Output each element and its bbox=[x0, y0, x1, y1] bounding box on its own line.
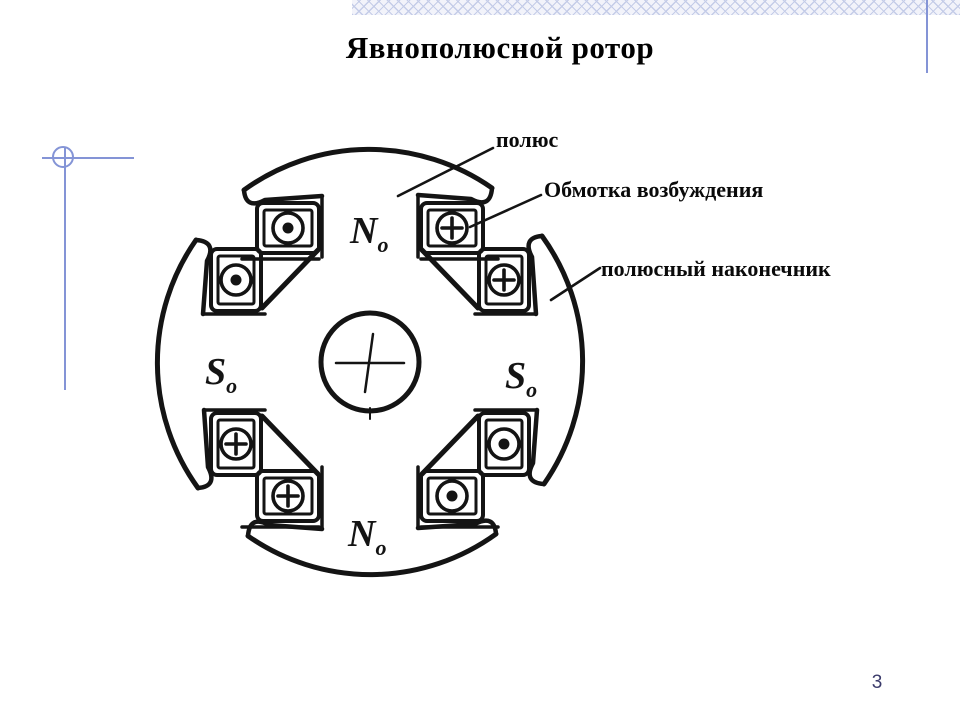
callout-pole-tip: полюсный наконечник bbox=[601, 256, 831, 281]
winding-symbol bbox=[219, 427, 253, 461]
callout-excitation-winding: Обмотка возбуждения bbox=[544, 177, 764, 202]
callout-pole: полюс bbox=[496, 127, 559, 152]
winding-symbol bbox=[435, 211, 469, 245]
winding-symbol bbox=[271, 211, 305, 245]
leader-pole bbox=[396, 146, 495, 198]
pole-label-bottom: No bbox=[347, 513, 386, 560]
top-crosshatch-band bbox=[352, 0, 960, 15]
winding-symbol bbox=[435, 479, 469, 513]
leader-lines bbox=[396, 146, 602, 302]
winding-symbol bbox=[487, 427, 521, 461]
page-number: 3 bbox=[871, 672, 883, 693]
pole-label-top: No bbox=[349, 210, 388, 257]
winding-symbol bbox=[219, 263, 253, 297]
pole-label-left: So bbox=[205, 351, 237, 398]
winding-box-bottom-right bbox=[419, 469, 500, 529]
top-right-accent-line bbox=[926, 0, 928, 73]
leader-pole-tip bbox=[549, 266, 602, 302]
left-accent-hline bbox=[42, 157, 134, 159]
winding-box-right-top bbox=[477, 247, 531, 313]
leader-excitation-winding bbox=[468, 193, 543, 229]
winding-symbol bbox=[487, 263, 521, 297]
winding-symbol bbox=[271, 479, 305, 513]
winding-box-bottom-left bbox=[240, 469, 321, 529]
slide-title: Явнополюсной ротор bbox=[345, 30, 655, 65]
winding-box-left-top bbox=[209, 247, 263, 313]
pole-label-right: So bbox=[505, 355, 537, 402]
shaft bbox=[318, 310, 422, 420]
winding-box-left-bottom bbox=[209, 411, 263, 477]
left-accent-circle bbox=[52, 146, 74, 168]
left-accent-vline bbox=[64, 147, 66, 390]
winding-box-right-bottom bbox=[477, 411, 531, 477]
